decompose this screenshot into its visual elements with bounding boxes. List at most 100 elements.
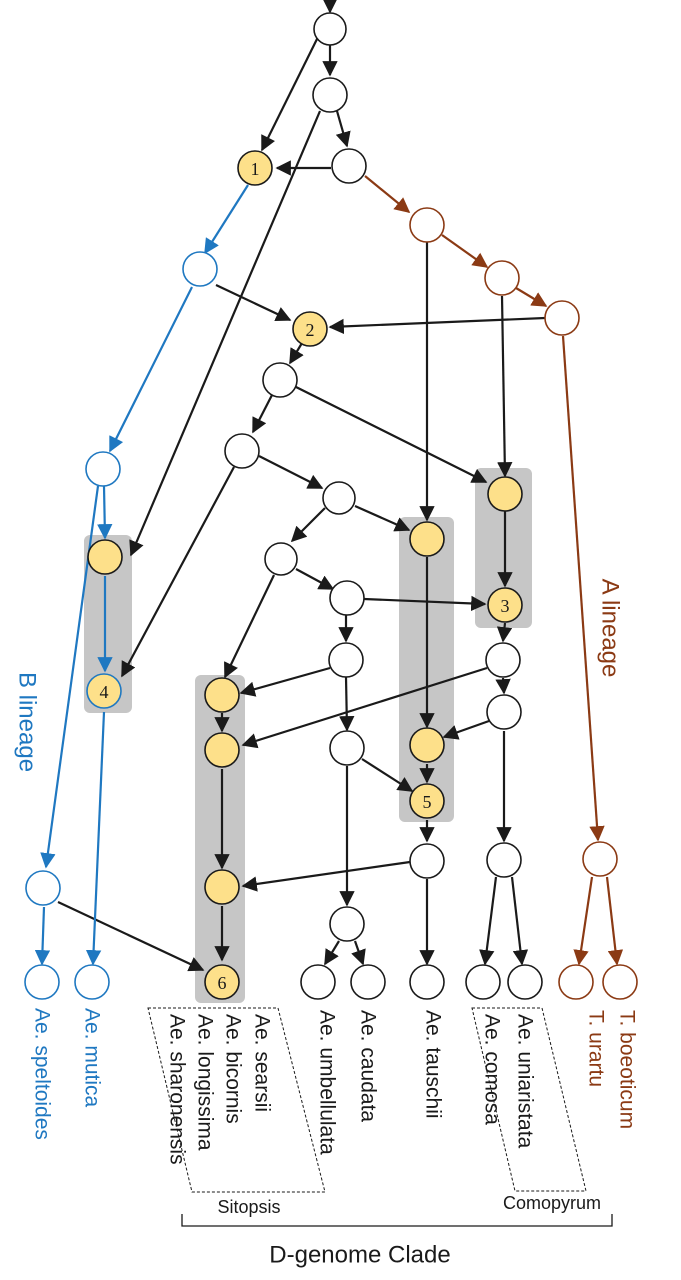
edge-d8-to-dy2 — [442, 719, 490, 740]
edge-d11-to-umbellulata — [324, 940, 340, 966]
edge-d4-to-d5 — [295, 568, 335, 590]
node-d8 — [486, 694, 522, 730]
node-d4 — [264, 542, 298, 576]
edge-d3-to-dy1 — [354, 504, 411, 532]
node-d3 — [322, 481, 356, 515]
node-sy1 — [204, 677, 240, 713]
edge-r3-to-a1 — [364, 175, 411, 213]
brown-nodes — [409, 207, 638, 1000]
edge-a2-to-a3y — [497, 295, 513, 478]
species-mutica: Ae. mutica — [81, 1008, 104, 1108]
edge-a3-to-a4 — [561, 335, 605, 842]
node-r2 — [312, 77, 348, 113]
species-umbellulata: Ae. umbellulata — [316, 1010, 339, 1155]
node-sy3 — [204, 869, 240, 905]
edge-n2-to-d1 — [289, 342, 304, 365]
edge-bl-to-speltoides — [34, 906, 51, 966]
brown-edges — [364, 175, 624, 966]
node-dy1 — [409, 521, 445, 557]
dgenome-bracket — [181, 1214, 613, 1227]
node-d11 — [329, 906, 365, 942]
node-root — [313, 12, 347, 46]
species-boeoticum: T. boeoticum — [616, 1010, 639, 1129]
edge-d6-to-sy1 — [239, 666, 331, 697]
edge-d4-to-sy1 — [224, 574, 275, 679]
node-n5 — [409, 783, 445, 819]
comopyrum-dashed-box — [471, 1007, 587, 1192]
edge-d9-to-n5 — [361, 758, 414, 792]
species-caudata: Ae. caudata — [357, 1010, 380, 1122]
leaf-caudata-node — [350, 964, 386, 1000]
sitopsis-dashed-box — [147, 1007, 326, 1193]
node-d7 — [485, 642, 521, 678]
species-tauschii: Ae. tauschii — [422, 1010, 445, 1119]
edge-b2-to-n4y — [97, 485, 113, 540]
node-label-6: 6 — [218, 973, 227, 993]
species-labels: Ae. speltoides Ae. mutica Ae. searsii Ae… — [31, 1008, 639, 1165]
node-a3 — [544, 300, 580, 336]
node-b2 — [85, 451, 121, 487]
leaf-umbellulata-node — [300, 964, 336, 1000]
edge-bl-to-n6 — [57, 901, 205, 972]
yellow-nodes — [86, 150, 523, 1000]
edge-a1-to-a2 — [441, 234, 489, 268]
node-a3y — [487, 476, 523, 512]
node-n4 — [86, 673, 122, 709]
node-label-3: 3 — [501, 596, 510, 616]
leaf-boeoticum-node — [602, 964, 638, 1000]
edge-n4-to-mutica — [85, 711, 106, 966]
edge-a4-to-boeoticum — [605, 876, 624, 966]
edge-d3-to-d4 — [290, 507, 326, 543]
node-n1 — [237, 150, 273, 186]
node-a4 — [582, 841, 618, 877]
edge-a3-to-n2 — [328, 316, 546, 335]
node-d10 — [409, 843, 445, 879]
node-label-2: 2 — [306, 320, 315, 340]
species-longissima: Ae. longissima — [194, 1014, 217, 1151]
edge-d1-to-a3y — [295, 386, 488, 483]
b-lineage-label: B lineage — [14, 672, 41, 772]
node-d2 — [224, 433, 260, 469]
leaf-mutica-node — [74, 964, 110, 1000]
highlight-box-a — [475, 468, 532, 628]
edge-d12-to-uniaristata — [479, 876, 498, 966]
species-urartu: T. urartu — [585, 1010, 608, 1087]
edge-a4-to-urartu — [573, 876, 594, 966]
highlight-box-sitopsis — [195, 675, 245, 1003]
node-n3 — [487, 587, 523, 623]
edge-d10-to-sy3 — [241, 860, 411, 892]
edge-n3-to-d7 — [496, 622, 513, 643]
species-sharonensis: Ae. sharonensis — [166, 1014, 189, 1165]
node-label-1: 1 — [251, 159, 260, 179]
edge-n1-to-bnode — [204, 184, 249, 255]
edge-d11-to-caudata — [351, 940, 366, 966]
node-n4y — [87, 539, 123, 575]
species-bicornis: Ae. bicornis — [222, 1014, 245, 1124]
edge-a2-to-a3 — [515, 287, 548, 307]
comopyrum-label: Comopyrum — [503, 1193, 601, 1213]
highlight-boxes — [84, 468, 532, 1003]
edge-r2-to-r3 — [335, 110, 351, 148]
leaf-uniaristata-node — [465, 964, 501, 1000]
edge-d1-to-d2 — [252, 394, 273, 434]
edge-d7-to-d8 — [495, 677, 511, 695]
edge-d2-to-n4 — [121, 466, 235, 678]
node-a2 — [484, 260, 520, 296]
edge-d12-to-comosa — [510, 876, 529, 966]
species-searsii: Ae. searsii — [251, 1014, 274, 1112]
node-d1 — [262, 362, 298, 398]
edge-d5-to-n3 — [363, 595, 487, 612]
node-d9 — [329, 730, 365, 766]
node-label-5: 5 — [423, 792, 432, 812]
highlight-box-b — [84, 535, 132, 713]
leaf-tauschii-node — [409, 964, 445, 1000]
node-dy2 — [409, 727, 445, 763]
a-lineage-label: A lineage — [597, 579, 624, 678]
edge-bnode-to-n2 — [215, 284, 292, 322]
species-uniaristata: Ae. uniaristata — [514, 1014, 537, 1149]
dgenome-label: D-genome Clade — [269, 1242, 450, 1269]
edge-d7-to-sy2 — [241, 666, 488, 749]
node-numbers: 1 2 3 4 5 6 — [100, 159, 510, 993]
black-nodes — [224, 12, 543, 1000]
